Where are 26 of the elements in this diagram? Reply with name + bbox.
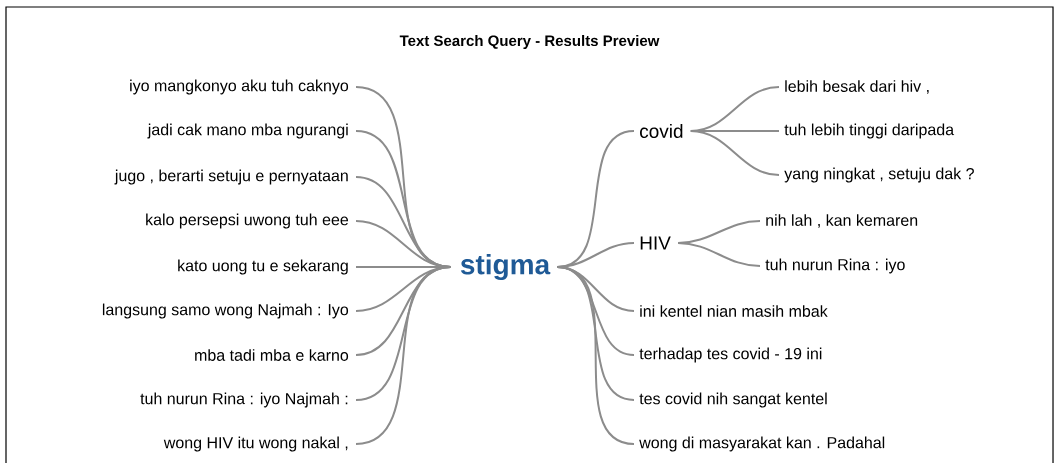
phrase: ini kentel nian masih mbak — [640, 305, 828, 317]
phrase: tuh lebih tinggi daripada — [784, 123, 955, 139]
phrase: langsung samo wong Najmah : Iyo — [102, 303, 349, 319]
phrase: kato uong tu e sekarang — [178, 259, 348, 275]
phrase: kalo persepsi uwong tuh eee — [146, 213, 349, 229]
connector-line — [689, 130, 780, 176]
phrase: lebih besak dari hiv , — [785, 80, 929, 94]
connector-line — [355, 266, 452, 445]
phrase: nih lah , kan kemaren — [766, 214, 918, 228]
connector-line — [677, 242, 761, 267]
phrase: terhadap tes covid - 19 ini — [639, 347, 822, 363]
branch-word: covid — [640, 124, 683, 138]
phrase: yang ningkat , setuju dak ? — [784, 167, 974, 183]
phrase: wong di masyarakat kan . Padahal — [639, 436, 885, 452]
phrase: jugo , berarti setuju e pernyataan — [114, 169, 348, 185]
phrase: tes covid nih sangat kentel — [639, 392, 827, 408]
phrase: jadi cak mano mba ngurangi — [147, 123, 348, 139]
title: Text Search Query - Results Preview — [399, 35, 660, 49]
phrase: mba tadi mba e karno — [195, 349, 349, 361]
phrase: tuh nurun Rina : iyo — [765, 258, 905, 274]
phrase: tuh nurun Rina : iyo Najmah : — [140, 392, 348, 408]
root-word: stigma — [460, 253, 551, 281]
phrase: iyo mangkonyo aku tuh caknyo — [130, 79, 349, 95]
phrase: wong HIV itu wong nakal , — [163, 436, 348, 452]
connector-line — [556, 266, 635, 445]
branch-word: HIV — [640, 236, 671, 250]
